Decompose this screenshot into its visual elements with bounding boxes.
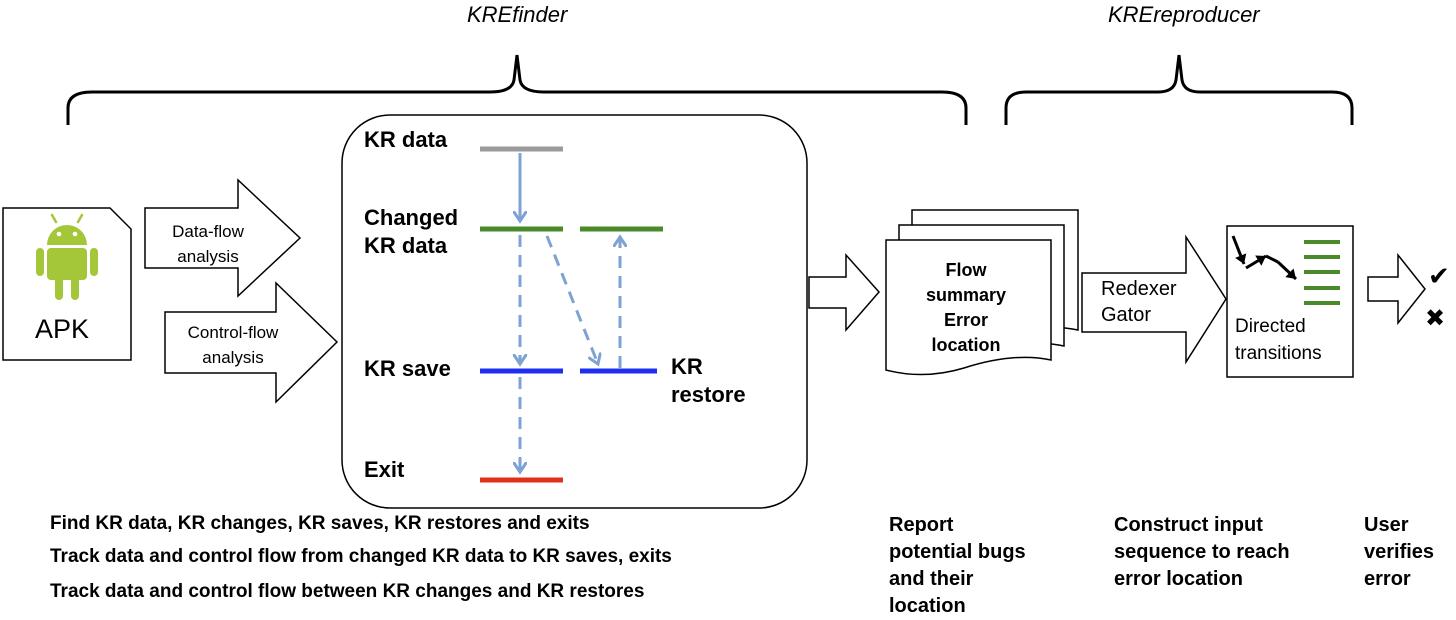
controlflow-arrow-shape	[164, 281, 339, 404]
report-documents	[885, 209, 1079, 376]
kr-restore-label: KR restore	[671, 354, 746, 407]
report-caption: Report potential bugs and their location	[889, 514, 1026, 617]
controlflow-label: Control-flow analysis	[187, 323, 279, 367]
report-document-text: Flow summary Error location	[925, 260, 1007, 355]
redexer-gator-label: Redexer Gator	[1101, 278, 1177, 326]
check-icon: ✔	[1428, 261, 1450, 291]
verify-arrow	[1367, 252, 1426, 326]
android-robot-icon	[36, 213, 98, 300]
apk-document	[2, 207, 132, 361]
construct-caption: Construct input sequence to reach error …	[1114, 514, 1290, 590]
redexer-gator-arrow-shape	[1081, 234, 1227, 365]
dataflow-arrow-shape	[144, 178, 302, 298]
transition-path-arrows	[1231, 235, 1298, 281]
transition-step-bars	[1304, 240, 1340, 305]
reproducer-header: KREreproducer	[1108, 2, 1260, 27]
finder-to-report-arrow	[808, 253, 880, 333]
bottom-line-1: Find KR data, KR changes, KR saves, KR r…	[50, 513, 590, 534]
finder-header: KREfinder	[467, 2, 568, 27]
directed-transitions-label: Directed transitions	[1235, 316, 1322, 364]
user-caption: User verifies error	[1364, 514, 1435, 590]
kr-save-label: KR save	[364, 356, 451, 381]
changed-kr-data-label: Changed KR data	[364, 205, 459, 258]
dataflow-label: Data-flow analysis	[172, 222, 244, 266]
flow-arrow-changed-to-restore	[545, 235, 598, 364]
bottom-line-3: Track data and control flow between KR c…	[50, 581, 645, 602]
reproducer-brace	[1004, 54, 1354, 125]
cross-icon: ✖	[1425, 305, 1446, 332]
apk-label: APK	[35, 314, 90, 344]
kr-data-label: KR data	[364, 127, 448, 152]
exit-label: Exit	[364, 457, 405, 482]
bottom-line-2: Track data and control flow from changed…	[50, 546, 672, 567]
finder-brace	[66, 54, 968, 125]
finder-box	[341, 114, 808, 509]
